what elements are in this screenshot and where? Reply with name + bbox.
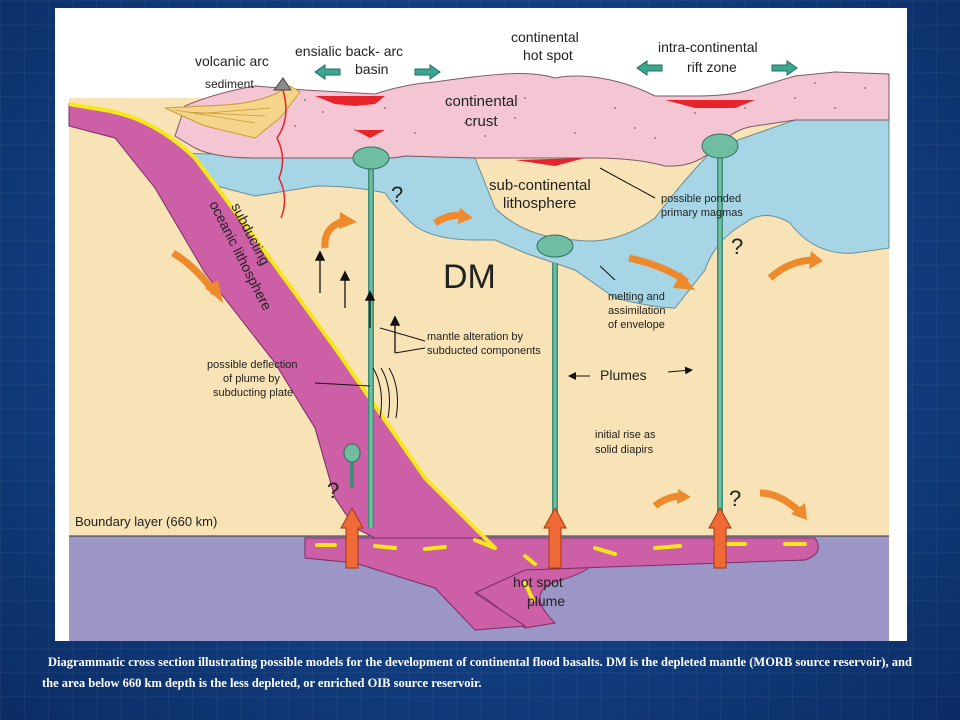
label-melting-2: assimilation [608, 305, 665, 317]
label-back-arc-1: ensialic back- arc [295, 43, 403, 59]
question-mark-1: ? [391, 182, 403, 207]
cross-section-diagram: volcanic arc sediment ensialic back- arc… [68, 29, 890, 641]
label-ponded-2: primary magmas [661, 207, 743, 219]
label-deflection-3: subducting plate [213, 387, 293, 399]
sediment-wedge [164, 85, 301, 139]
surface-arrows [314, 60, 798, 80]
alteration-arrows [314, 250, 401, 353]
label-hotspot-2: hot spot [523, 47, 573, 63]
plume-source-arrows [340, 506, 732, 569]
question-mark-4: ? [729, 486, 741, 511]
sediment-lines [174, 107, 271, 124]
convection-arrowheads [205, 208, 823, 520]
slab-pond [304, 537, 819, 631]
volcano-cone [273, 77, 292, 91]
label-rise-1: initial rise as [595, 429, 656, 441]
label-rift-2: rift zone [687, 59, 737, 75]
label-subcont-2: lithosphere [503, 195, 576, 212]
question-mark-3: ? [327, 478, 339, 503]
label-deflection-1: possible deflection [207, 359, 298, 371]
plume-stems-inner [369, 158, 722, 528]
plume-pointer-arrows [568, 366, 693, 380]
magma-ponds [315, 96, 755, 166]
label-rise-2: solid diapirs [595, 444, 654, 456]
figure-caption: Diagrammatic cross section illustrating … [42, 655, 912, 690]
label-hotspot-1: continental [511, 29, 579, 45]
label-boundary: Boundary layer (660 km) [75, 514, 217, 529]
label-crust-2: crust [465, 113, 498, 130]
label-alteration-2: subducted components [427, 345, 541, 357]
sub-continental-lithosphere [174, 119, 890, 309]
label-deflection-2: of plume by [223, 373, 280, 385]
deflection-lines [372, 367, 398, 419]
label-subcont-1: sub-continental [489, 177, 591, 194]
label-melting-3: of envelope [608, 319, 665, 331]
label-hotspot-plume-2: plume [527, 593, 565, 609]
label-back-arc-2: basin [355, 61, 388, 77]
label-alteration-1: mantle alteration by [427, 331, 523, 343]
slab-top-edge [68, 102, 497, 550]
question-mark-2: ? [731, 234, 743, 259]
diagram-panel: volcanic arc sediment ensialic back- arc… [55, 8, 907, 641]
label-ponded-1: possible ponded [661, 193, 741, 205]
label-plumes: Plumes [600, 367, 647, 383]
pointer-lines [314, 167, 656, 387]
slab-dashes [315, 538, 807, 602]
label-melting-1: melting and [608, 291, 665, 303]
label-dm: DM [443, 258, 496, 296]
plume-heads [343, 133, 739, 463]
label-rift-1: intra-continental [658, 39, 758, 55]
label-hotspot-plume-1: hot spot [513, 574, 563, 590]
label-crust-1: continental [445, 93, 518, 110]
arc-magma-path [276, 89, 287, 219]
label-volcanic-arc: volcanic arc [195, 53, 269, 69]
label-sediment: sediment [205, 77, 254, 91]
